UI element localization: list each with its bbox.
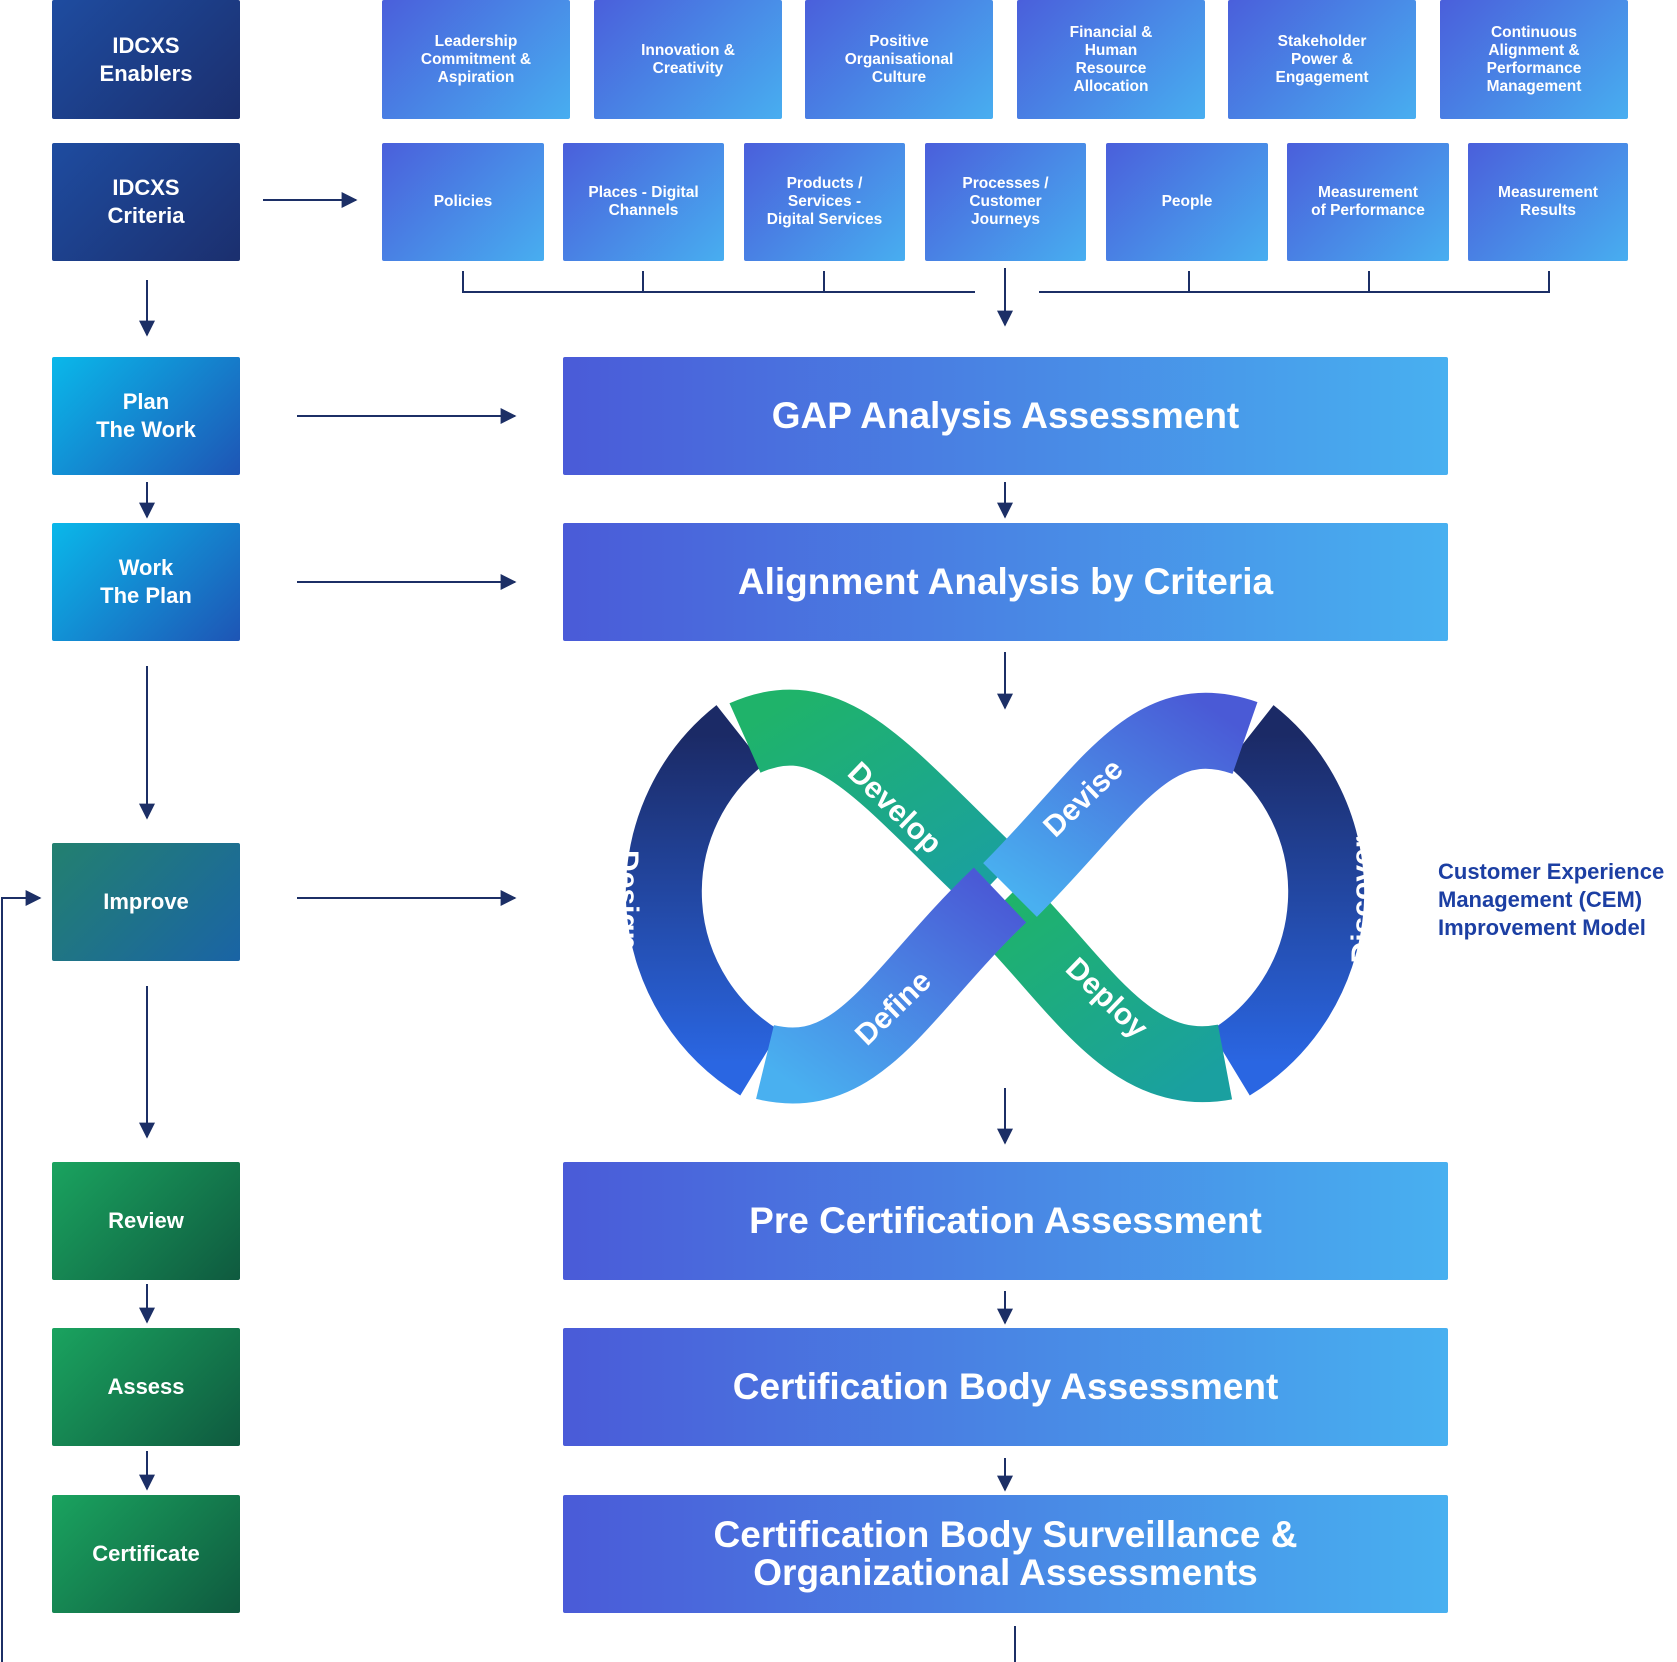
criteria-chip: Places - Digital Channels [563,143,724,261]
loop-label-discover: Discover [1346,836,1379,963]
review-label: Review [108,1208,184,1233]
enabler-chip: Leadership Commitment & Aspiration [382,0,570,119]
criteria-label: Policies [433,193,493,210]
criteria-label: Measurement Results [1498,184,1598,219]
criteria-label: Places - Digital Channels [588,184,699,219]
idcxs-enablers-box: IDCXS Enablers [52,0,240,119]
enabler-chip: Financial & Human Resource Allocation [1017,0,1205,119]
alignment-analysis-band: Alignment Analysis by Criteria [563,523,1448,641]
criteria-chip: Measurement of Performance [1287,143,1449,261]
assess-box: Assess [52,1328,240,1446]
criteria-chip: Policies [382,143,544,261]
improve-label: Improve [103,889,189,914]
loop-label-design: Design [611,850,644,950]
work-the-plan-box: Work The Plan [52,523,240,641]
certificate-box: Certificate [52,1495,240,1613]
plan-the-work-label: Plan The Work [96,389,196,442]
idcxs-criteria-label: IDCXS Criteria [107,175,185,228]
criteria-label: Processes / Customer Journeys [962,175,1049,228]
pre-certification-band: Pre Certification Assessment [563,1162,1448,1280]
enabler-label: Continuous Alignment & Performance Manag… [1486,23,1582,95]
develop-segment [729,689,1022,908]
deploy-segment [972,878,1233,1102]
devise-segment [983,692,1258,917]
gap-analysis-band: GAP Analysis Assessment [563,357,1448,475]
idcxs-enablers-label: IDCXS Enablers [99,32,193,86]
surveillance-label: Certification Body Surveillance & Organi… [713,1514,1298,1593]
certificate-label: Certificate [92,1541,200,1566]
alignment-analysis-label: Alignment Analysis by Criteria [737,561,1274,602]
enabler-label: Financial & Human Resource Allocation [1069,23,1153,95]
plan-the-work-box: Plan The Work [52,357,240,475]
surveillance-band: Certification Body Surveillance & Organi… [563,1495,1448,1613]
pre-certification-label: Pre Certification Assessment [749,1200,1262,1241]
work-the-plan-label: Work The Plan [100,555,192,608]
criteria-label: Products / Services - Digital Services [766,175,883,228]
enabler-label: Innovation & Creativity [641,41,735,77]
enabler-label: Leadership Commitment & Aspiration [420,32,532,86]
certification-body-band: Certification Body Assessment [563,1328,1448,1446]
improve-box: Improve [52,843,240,961]
certification-body-label: Certification Body Assessment [732,1366,1279,1407]
discover-segment [1209,705,1365,1096]
review-box: Review [52,1162,240,1280]
criteria-chip: Measurement Results [1468,143,1628,261]
enabler-label: Stakeholder Power & Engagement [1275,32,1369,86]
cem-model-label: Customer Experience Management (CEM) Imp… [1438,859,1665,940]
gap-analysis-label: GAP Analysis Assessment [771,395,1240,436]
enabler-chip: Positive Organisational Culture [805,0,993,119]
define-segment [756,867,1027,1104]
enabler-label: Positive Organisational Culture [844,32,954,86]
criteria-label: People [1161,193,1213,210]
enabler-chip: Continuous Alignment & Performance Manag… [1440,0,1628,119]
design-segment [625,705,781,1096]
enabler-chip: Stakeholder Power & Engagement [1228,0,1416,119]
criteria-label: Measurement of Performance [1311,184,1425,219]
criteria-chip: Products / Services - Digital Services [744,143,905,261]
idcxs-criteria-box: IDCXS Criteria [52,143,240,261]
enabler-chip: Innovation & Creativity [594,0,782,119]
assess-label: Assess [107,1374,185,1399]
criteria-chip: Processes / Customer Journeys [925,143,1086,261]
criteria-chip: People [1106,143,1268,261]
